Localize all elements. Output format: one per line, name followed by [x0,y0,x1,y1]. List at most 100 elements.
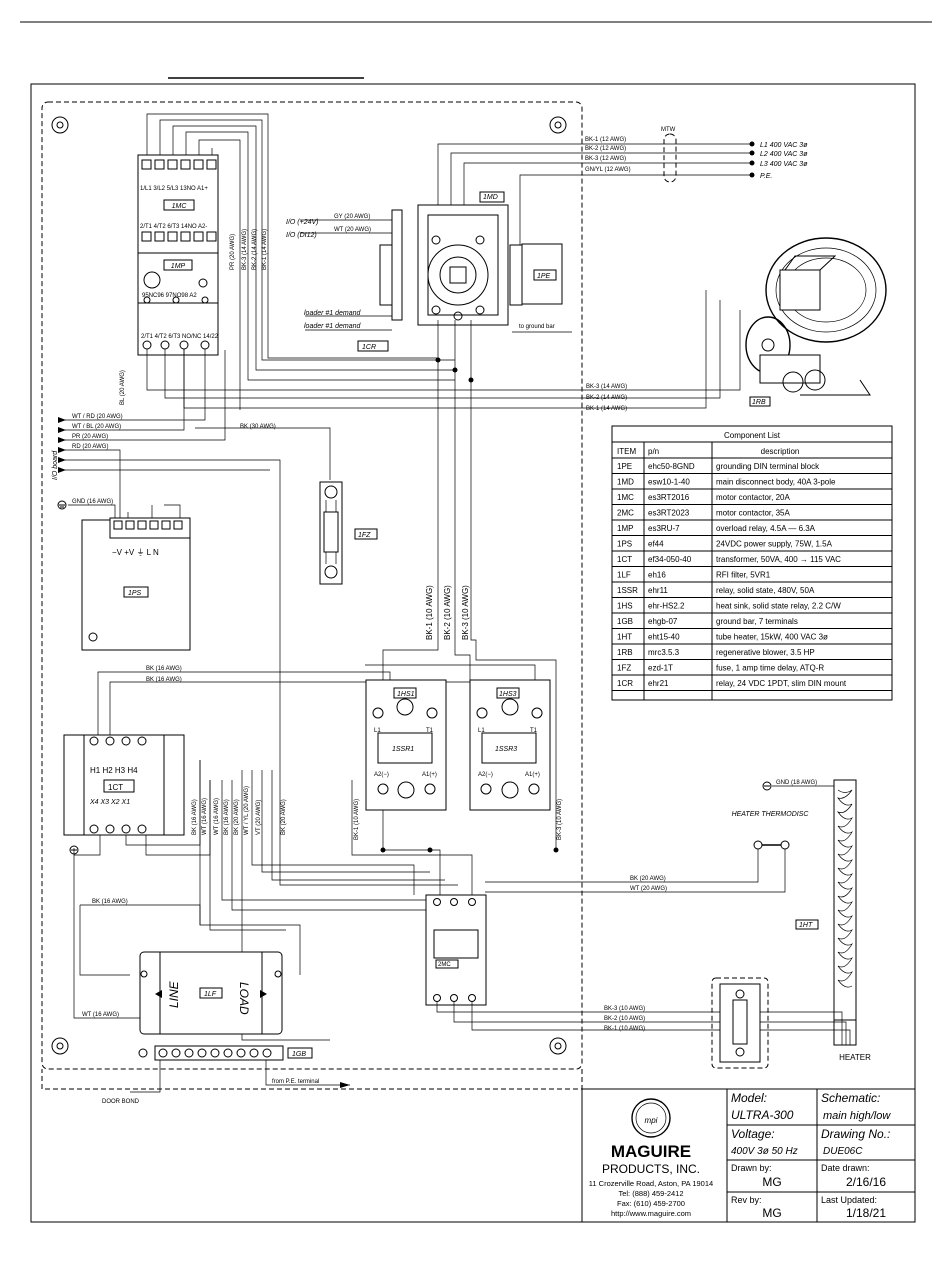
last-updated-label: Last Updated: [821,1195,877,1205]
loader-line-1: loader #1 demand [304,310,362,317]
thermodisc-icon [753,840,790,850]
ground-icon [57,500,67,510]
mc-supply-wires [146,113,455,410]
thermodisc-label: HEATER THERMODISC [732,811,810,818]
ssr1-l1: L1 [374,728,381,734]
rev-by-value: MG [762,1206,781,1220]
mtw-marker [663,133,677,183]
io-line-1: I/O (+24V) [286,219,318,226]
rfi-filter-1lf [139,951,283,1035]
mc-bottom-terminals: 2/T1 4/T2 6/T3 14NO A2- [140,224,207,230]
table-cell-desc: tube heater, 15kW, 400 VAC 3ø [716,633,828,642]
ct-wire-1: BK (16 AWG) [192,799,198,835]
drawn-by-label: Drawn by: [731,1163,772,1173]
ct1-tag: 1CT [108,783,123,792]
table-cell-item: 1RB [617,648,633,657]
company-name-2: PRODUCTS, INC. [602,1162,700,1176]
date-drawn-label: Date drawn: [821,1163,870,1173]
io-board-wire-3: PR (20 AWG) [72,434,108,440]
mp-terminals-bottom: 2/T1 4/T2 6/T3 NO/NC 14/22 [141,334,219,340]
mtw-label: MTW [661,127,676,133]
model-value: ULTRA-300 [731,1108,794,1122]
io-board-wire-4: RD (20 AWG) [72,444,108,450]
cr1-tag: 1CR [362,344,376,351]
drawn-by-value: MG [762,1175,781,1189]
io-line-2: I/O (DI12) [286,232,317,239]
ssr1-a2: A2(−) [374,772,389,778]
lf1-tag: 1LF [204,991,217,998]
thermo-wire-wt: WT (20 AWG) [630,886,667,892]
input-l2: L2 400 VAC 3ø [760,151,808,158]
table-cell-pn: eh16 [648,571,666,580]
mounting-hole-icon [51,116,567,1055]
table-cell-item: 1GB [617,617,633,626]
drawing-label: Drawing No.: [821,1127,890,1141]
table-cell-desc: overload relay, 4.5A — 6.3A [716,524,816,533]
motor-wire-bk2: BK-2 (14 AWG) [586,395,627,401]
heater-wires [436,1002,851,1045]
wire-bk2-14: BK-2 (14 AWG) [252,229,258,270]
hs2-tag: 1HS3 [499,691,517,698]
table-cell-pn: ef34-050-40 [648,555,692,564]
cr1-box [357,340,389,352]
ssr-1ssr3 [469,679,551,811]
ssr1-tag: 1SSR1 [392,746,414,753]
mc-top-terminals: 1/L1 3/L2 5/L3 13NO A1+ [140,186,208,192]
table-cell-desc: 24VDC power supply, 75W, 1.5A [716,540,833,549]
table-header-pn: p/n [648,447,659,456]
supply-wire-4: GN/YL (12 AWG) [585,167,631,173]
table-cell-item: 2MC [617,509,634,518]
wire-bk3-14: BK-3 (14 AWG) [242,229,248,270]
io-board-wire-1: WT / RD (20 AWG) [72,414,123,420]
ct-wire-6: WT / YL (20 AWG) [244,786,250,835]
io-wire-2: WT (20 AWG) [334,227,371,233]
voltage-value: 400V 3ø 50 Hz [731,1146,798,1157]
to-ground-bar: to ground bar [519,324,555,330]
table-cell-pn: esw10-1-40 [648,478,690,487]
lf-bk16: BK (16 AWG) [92,899,128,905]
table-cell-pn: es3RT2023 [648,509,690,518]
table-cell-pn: eht15-40 [648,633,680,642]
transformer-1ct [63,734,185,836]
supply-terminal-icon [749,141,755,178]
company-url: http://www.maguire.com [611,1209,691,1218]
table-cell-pn: es3RT2016 [648,493,690,502]
blower-1rb [745,237,887,396]
input-pe: P.E. [760,173,772,180]
rev-by-label: Rev by: [731,1195,762,1205]
ground-bar-1gb [138,1045,284,1061]
pe-terminal-1pe [521,243,563,305]
ct-wire-7: VT (20 AWG) [256,800,262,835]
enclosure-ext [41,1069,583,1090]
io-arrow-icon [58,417,66,473]
company-tel: Tel: (888) 459-2412 [618,1189,683,1198]
ssr2-t1: T1 [530,728,538,734]
fz1-tag: 1FZ [358,532,371,539]
table-cell-pn: ehr-HS2.2 [648,602,685,611]
table-cell-desc: RFI filter, 5VR1 [716,571,771,580]
rb1-tag: 1RB [752,399,766,406]
voltage-label: Voltage: [731,1127,775,1141]
ct-wire-2: WT (16 AWG) [202,798,208,835]
table-cell-desc: regenerative blower, 3.5 HP [716,648,815,657]
ct-wire-4: BK (16 AWG) [224,799,230,835]
table-cell-desc: motor contactor, 35A [716,509,790,518]
ssr1-a1: A1(+) [422,772,437,778]
wire-bl20: BL (20 AWG) [120,370,126,405]
heater-label: HEATER [839,1053,871,1062]
lf-load-label: LOAD [237,982,251,1015]
lf-wires [73,855,201,1019]
supply-wire-3: BK-3 (12 AWG) [585,156,626,162]
thermo-wires [485,849,786,893]
io-board-label: I/O board [52,450,59,480]
fuse-1fz [319,481,343,585]
table-cell-item: 1CR [617,679,633,688]
supply-wire-1: BK-1 (12 AWG) [585,137,626,143]
md1-tag: 1MD [483,194,498,201]
table-cell-item: 1MD [617,478,634,487]
wire-pr20: PR (20 AWG) [230,234,236,270]
ps-terminals: −V +V ⏚ L N [112,548,159,557]
mp-terminals-top: 95NC96 97NO98 A2 [142,293,197,299]
schematic-value: main high/low [823,1110,891,1122]
